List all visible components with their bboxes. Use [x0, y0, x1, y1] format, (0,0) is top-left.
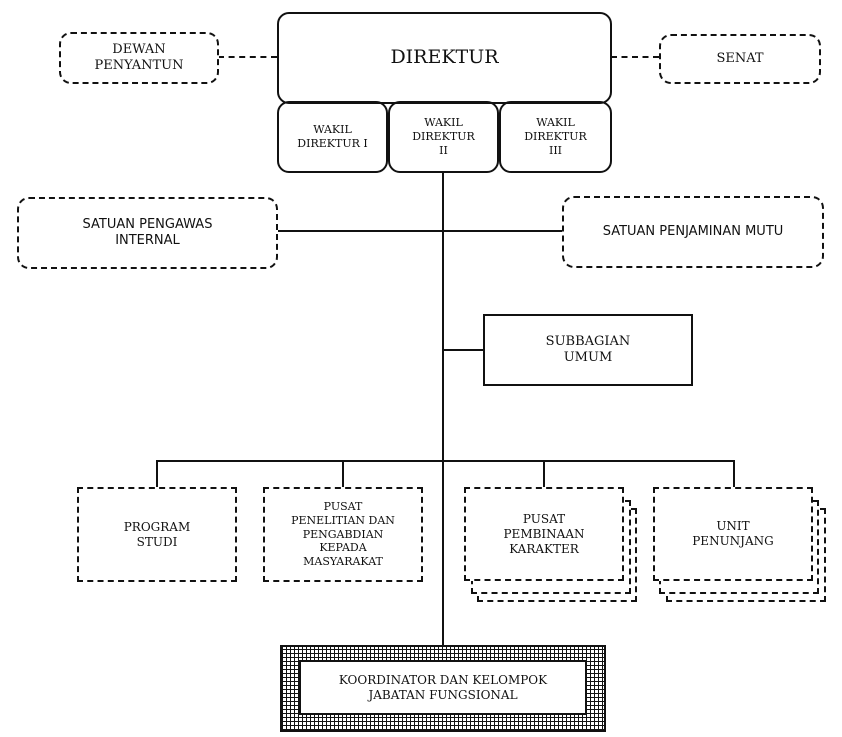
units-horizontal-line	[156, 460, 735, 462]
pusat-pembinaan-karakter-box: PUSAT PEMBINAAN KARAKTER	[464, 487, 624, 581]
spi-label: SATUAN PENGAWAS INTERNAL	[82, 216, 213, 248]
p3m-drop-line	[342, 460, 344, 488]
koordinator-label: KOORDINATOR DAN KELOMPOK JABATAN FUNGSIO…	[338, 672, 548, 702]
unit-drop-line	[733, 460, 735, 488]
ppk-drop-line	[543, 460, 545, 488]
wakil-direktur-3-label: WAKIL DIREKTUR III	[524, 116, 587, 157]
spm-box: SATUAN PENJAMINAN MUTU	[562, 196, 824, 268]
unit-penunjang-box: UNIT PENUNJANG	[653, 487, 813, 581]
subbagian-umum-box: SUBBAGIAN UMUM	[483, 314, 693, 386]
direktur-label: DIREKTUR	[390, 46, 499, 69]
pusat-pembinaan-karakter-label: PUSAT PEMBINAAN KARAKTER	[503, 511, 585, 556]
spi-box: SATUAN PENGAWAS INTERNAL	[17, 197, 278, 269]
dewan-penyantun-box: DEWAN PENYANTUN	[59, 32, 219, 84]
wakil-direktur-1-box: WAKIL DIREKTUR I	[277, 101, 388, 173]
senat-dashed-connector	[611, 56, 659, 58]
spi-spm-connector	[278, 230, 562, 232]
main-vertical-line	[442, 173, 444, 645]
p3m-label: PUSAT PENELITIAN DAN PENGABDIAN KEPADA M…	[291, 500, 395, 569]
koordinator-box: KOORDINATOR DAN KELOMPOK JABATAN FUNGSIO…	[299, 660, 587, 715]
wakil-direktur-2-label: WAKIL DIREKTUR II	[412, 116, 475, 157]
subbagian-umum-label: SUBBAGIAN UMUM	[545, 333, 631, 365]
dewan-penyantun-label: DEWAN PENYANTUN	[94, 41, 184, 73]
p3m-box: PUSAT PENELITIAN DAN PENGABDIAN KEPADA M…	[263, 487, 423, 582]
dewan-dashed-connector	[218, 56, 277, 58]
subbagian-connector	[443, 349, 483, 351]
direktur-box: DIREKTUR	[277, 12, 612, 104]
senat-label: SENAT	[716, 50, 764, 66]
wakil-direktur-1-label: WAKIL DIREKTUR I	[297, 123, 368, 150]
wakil-direktur-2-box: WAKIL DIREKTUR II	[388, 101, 499, 173]
program-studi-label: PROGRAM STUDI	[123, 519, 191, 549]
spm-label: SATUAN PENJAMINAN MUTU	[602, 223, 784, 239]
prodi-drop-line	[156, 460, 158, 488]
program-studi-box: PROGRAM STUDI	[77, 487, 237, 582]
senat-box: SENAT	[659, 34, 821, 84]
wakil-direktur-3-box: WAKIL DIREKTUR III	[499, 101, 612, 173]
unit-penunjang-label: UNIT PENUNJANG	[692, 519, 774, 548]
